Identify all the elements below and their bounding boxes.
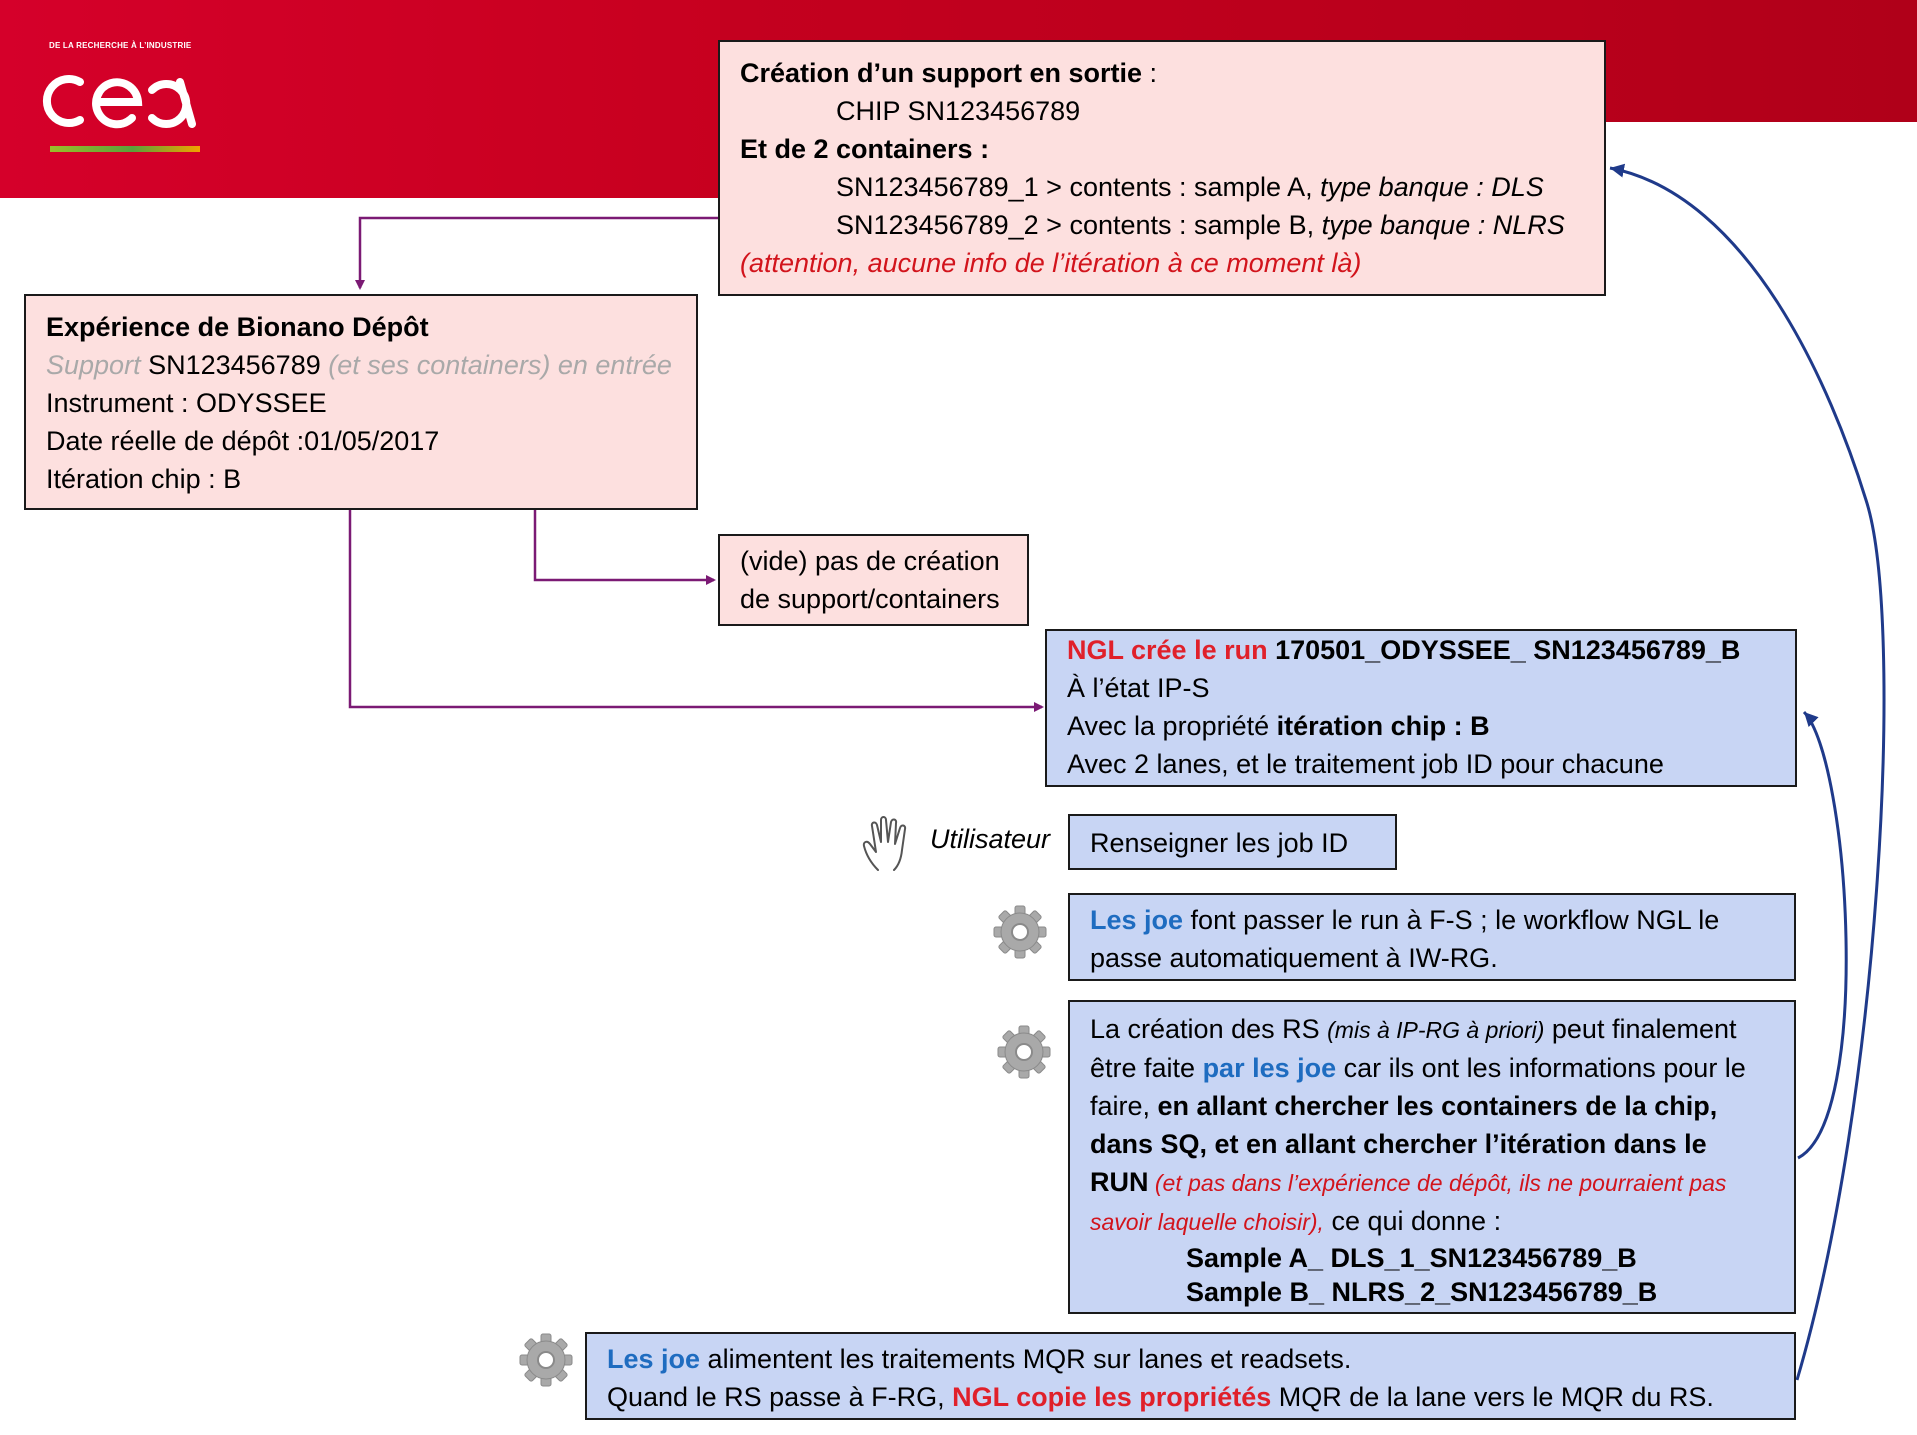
support-value: SN123456789	[140, 350, 329, 380]
rs-line-5: RUN (et pas dans l’expérience de dépôt, …	[1090, 1163, 1794, 1202]
arrow-experience-to-run	[348, 510, 1044, 712]
rs-line-5a: RUN	[1090, 1167, 1149, 1197]
run-title-id: 170501_ODYSSEE_ SN123456789_B	[1275, 635, 1741, 665]
joe-workflow-line-2: passe automatiquement à IW-RG.	[1090, 943, 1498, 973]
run-box: NGL crée le run 170501_ODYSSEE_ SN123456…	[1045, 629, 1797, 787]
mqr-joe-label: Les joe	[607, 1344, 701, 1374]
cea-logo	[42, 75, 200, 152]
run-state: À l’état IP-S	[1067, 673, 1210, 703]
rs-line-3a: faire,	[1090, 1091, 1158, 1121]
joe-label: Les joe	[1090, 905, 1184, 935]
creation-containers-title: Et de 2 containers :	[740, 134, 990, 164]
run-property: Avec la propriété itération chip : B	[1067, 707, 1795, 745]
mqr-line-2a: Quand le RS passe à F-RG,	[607, 1382, 953, 1412]
mqr-box: Les joe alimentent les traitements MQR s…	[585, 1332, 1796, 1420]
joe-workflow-line-1: Les joe font passer le run à F-S ; le wo…	[1090, 901, 1794, 939]
support-note: (et ses containers) en entrée	[328, 350, 672, 380]
experience-date: Date réelle de dépôt :01/05/2017	[46, 426, 440, 456]
rs-line-1b: (mis à IP-RG à priori)	[1327, 1017, 1545, 1043]
gear-icon	[519, 1333, 573, 1387]
arrow-mqr-to-creation	[1609, 163, 1886, 1381]
container-2-contents: SN123456789_2 > contents : sample B,	[836, 210, 1322, 240]
vide-line-1: (vide) pas de création	[740, 546, 1000, 576]
rs-sample-b: Sample B_ NLRS_2_SN123456789_B	[1186, 1277, 1658, 1307]
container-1-contents: SN123456789_1 > contents : sample A,	[836, 172, 1321, 202]
creation-warning: (attention, aucune info de l’itération à…	[740, 248, 1362, 278]
arrow-creation-to-experience	[355, 216, 718, 290]
rs-line-1: La création des RS (mis à IP-RG à priori…	[1090, 1010, 1794, 1049]
rs-creation-box: La création des RS (mis à IP-RG à priori…	[1068, 1000, 1796, 1314]
run-title-ngl: NGL crée le run	[1067, 635, 1276, 665]
arrow-rs-to-run	[1797, 710, 1848, 1160]
rs-line-4: dans SQ, et en allant chercher l’itérati…	[1090, 1129, 1707, 1159]
hand-icon	[862, 816, 907, 871]
rs-line-3b: en allant chercher les containers de la …	[1157, 1091, 1718, 1121]
creation-chip: CHIP SN123456789	[836, 96, 1081, 126]
rs-line-1a: La création des RS	[1090, 1014, 1328, 1044]
run-property-label: Avec la propriété	[1067, 711, 1277, 741]
experience-support: Support SN123456789 (et ses containers) …	[46, 346, 696, 384]
run-title: NGL crée le run 170501_ODYSSEE_ SN123456…	[1067, 631, 1795, 669]
creation-title-bold: Création d’un support en sortie	[740, 58, 1143, 88]
job-id-box: Renseigner les job ID	[1068, 814, 1397, 870]
rs-line-2a: être faite	[1090, 1053, 1203, 1083]
creation-container-1: SN123456789_1 > contents : sample A, typ…	[740, 168, 1604, 206]
mqr-line-2: Quand le RS passe à F-RG, NGL copie les …	[607, 1378, 1794, 1416]
mqr-line-1: Les joe alimentent les traitements MQR s…	[607, 1340, 1794, 1378]
support-label: Support	[46, 350, 141, 380]
user-label: Utilisateur	[930, 824, 1051, 854]
experience-depot-box: Expérience de Bionano Dépôt Support SN12…	[24, 294, 698, 510]
rs-line-6: savoir laquelle choisir), ce qui donne :	[1090, 1202, 1794, 1241]
mqr-line-2b: NGL copie les propriétés	[952, 1382, 1272, 1412]
gear-icon	[997, 1025, 1051, 1079]
job-id-text: Renseigner les job ID	[1090, 828, 1349, 858]
experience-iteration: Itération chip : B	[46, 464, 242, 494]
mqr-line-1-text: alimentent les traitements MQR sur lanes…	[700, 1344, 1352, 1374]
run-lanes: Avec 2 lanes, et le traitement job ID po…	[1067, 749, 1664, 779]
vide-line-2: de support/containers	[740, 584, 1000, 614]
container-2-type: type banque : NLRS	[1321, 210, 1565, 240]
rs-line-3: faire, en allant chercher les containers…	[1090, 1087, 1794, 1125]
rs-line-2c: car ils ont les informations pour le	[1336, 1053, 1746, 1083]
rs-sample-a: Sample A_ DLS_1_SN123456789_B	[1186, 1243, 1637, 1273]
creation-title: Création d’un support en sortie :	[740, 54, 1604, 92]
creation-support-box: Création d’un support en sortie : CHIP S…	[718, 40, 1606, 296]
mqr-line-2c: MQR de la lane vers le MQR du RS.	[1271, 1382, 1714, 1412]
creation-title-rest: :	[1142, 58, 1158, 88]
gear-icon	[993, 905, 1047, 959]
rs-line-6a: savoir laquelle choisir),	[1090, 1209, 1324, 1235]
run-property-value: itération chip : B	[1276, 711, 1490, 741]
joe-workflow-box: Les joe font passer le run à F-S ; le wo…	[1068, 893, 1796, 981]
creation-container-2: SN123456789_2 > contents : sample B, typ…	[740, 206, 1604, 244]
arrow-experience-to-vide	[533, 510, 716, 585]
experience-instrument: Instrument : ODYSSEE	[46, 388, 327, 418]
rs-line-1c: peut finalement	[1544, 1014, 1737, 1044]
logo-tagline: DE LA RECHERCHE À L’INDUSTRIE	[49, 41, 192, 50]
joe-workflow-text: font passer le run à F-S ; le workflow N…	[1183, 905, 1720, 935]
rs-line-6b: ce qui donne :	[1323, 1206, 1502, 1236]
vide-box: (vide) pas de création de support/contai…	[718, 534, 1029, 626]
rs-line-2b: par les joe	[1202, 1053, 1337, 1083]
rs-line-2: être faite par les joe car ils ont les i…	[1090, 1049, 1794, 1087]
experience-title: Expérience de Bionano Dépôt	[46, 312, 429, 342]
rs-line-5b: (et pas dans l’expérience de dépôt, ils …	[1148, 1170, 1727, 1196]
container-1-type: type banque : DLS	[1320, 172, 1544, 202]
